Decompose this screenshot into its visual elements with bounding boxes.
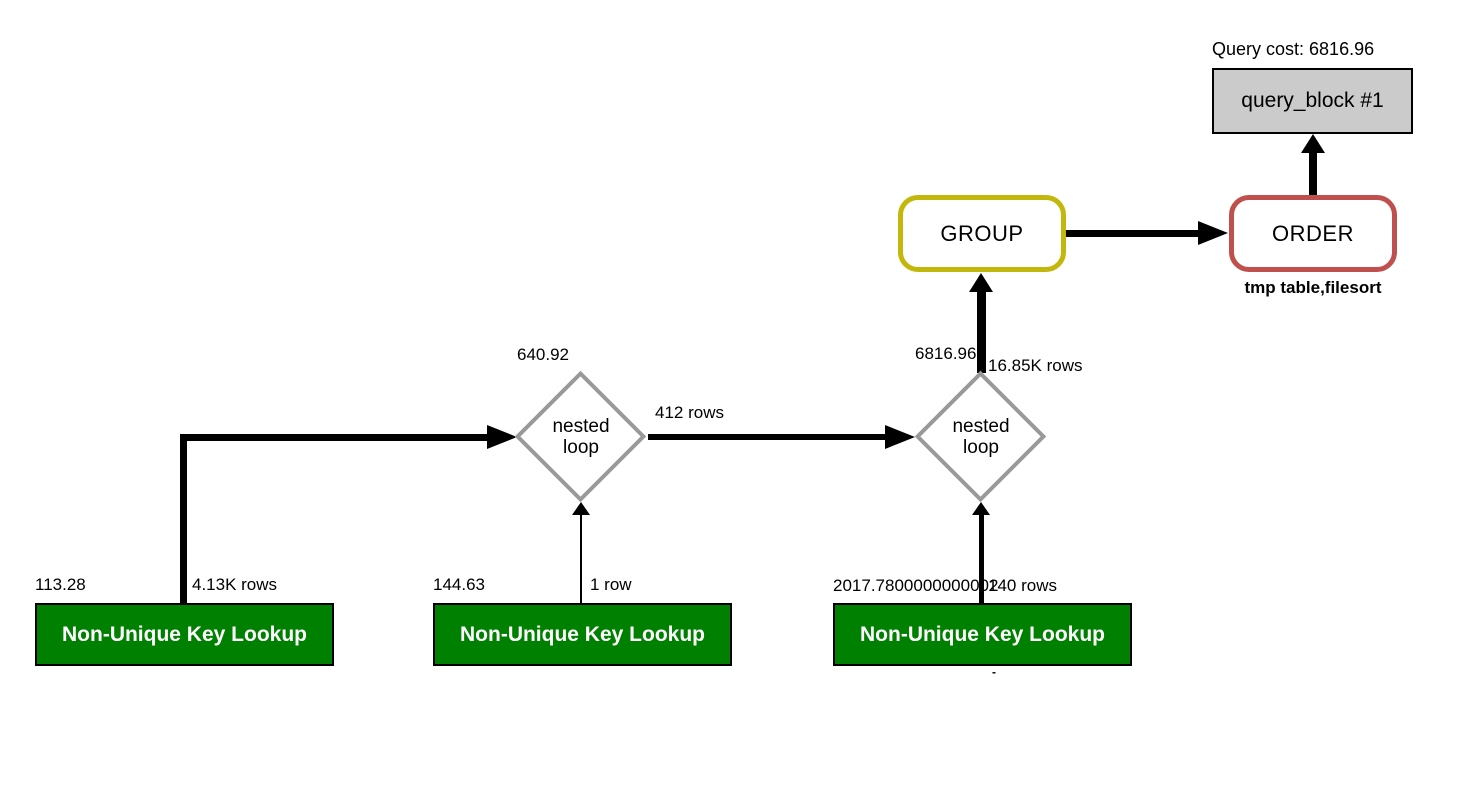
table-middle-label: Non-Unique Key Lookup: [460, 622, 705, 646]
nested-loop-right-label: nested loop: [952, 416, 1010, 458]
table-right-cost: 2017.7800000000002: [833, 576, 999, 595]
table-left-label: Non-Unique Key Lookup: [62, 622, 307, 646]
query-block-node[interactable]: query_block #1: [1212, 68, 1413, 134]
table-left-node[interactable]: Non-Unique Key Lookup: [35, 603, 334, 666]
table-middle-cost: 144.63: [433, 575, 485, 594]
edge-rows-label: 412 rows: [655, 403, 724, 422]
order-sublabel: tmp table,filesort: [1244, 278, 1382, 297]
table-left-rows: 4.13K rows: [192, 575, 278, 594]
table-left-cost: 113.28: [35, 575, 86, 594]
query-block-label: query_block #1: [1241, 89, 1384, 112]
table-right-node[interactable]: Non-Unique Key Lookup: [833, 603, 1132, 666]
query-cost-label: Query cost: 6816.96: [1212, 39, 1375, 59]
nested-loop-left-cost: 640.92: [517, 345, 569, 364]
table-right-stray-mark: -: [992, 665, 996, 679]
nested-loop-right-rows: 16.85K rows: [988, 356, 1083, 375]
group-label: GROUP: [940, 220, 1024, 246]
order-label: ORDER: [1272, 220, 1354, 246]
order-node[interactable]: ORDER: [1229, 195, 1397, 272]
group-node[interactable]: GROUP: [898, 195, 1066, 272]
table-middle-rows: 1 row: [590, 575, 632, 594]
table-right-label: Non-Unique Key Lookup: [860, 622, 1105, 646]
table-middle-node[interactable]: Non-Unique Key Lookup: [433, 603, 732, 666]
nested-loop-left-label: nested loop: [552, 416, 610, 458]
nested-loop-right-cost: 6816.96: [915, 344, 977, 363]
table-right-rows: 140 rows: [988, 576, 1057, 595]
